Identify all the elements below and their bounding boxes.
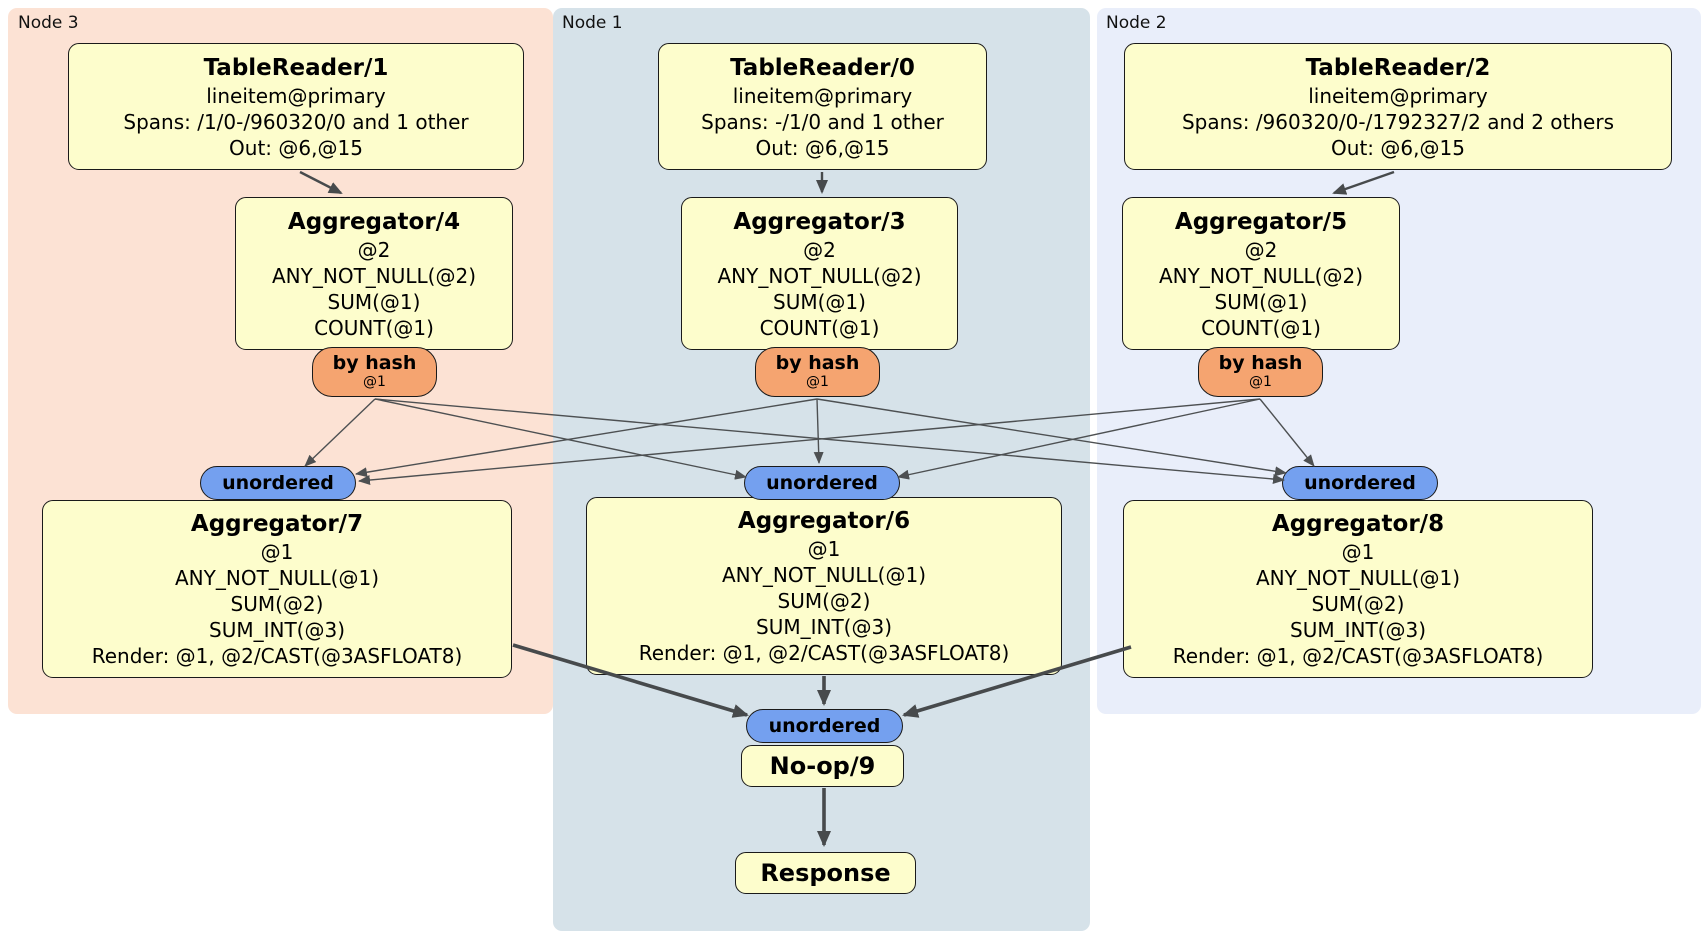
response-box: Response [735,852,916,894]
aggregator-4-group-cols: @2 [357,237,391,262]
tablereader-2-title: TableReader/2 [1305,54,1491,81]
aggregator-7-fn-2: SUM(@2) [230,592,324,616]
noop-9-title: No-op/9 [769,752,876,780]
aggregator-7-title: Aggregator/7 [190,511,364,537]
aggregator-3-fn-3: COUNT(@1) [759,315,880,340]
aggregator-5-group-cols: @2 [1244,237,1278,262]
tablereader-1-spans: Spans: /1/0-/960320/0 and 1 other [123,109,469,134]
by-hash-router-node3: by hash @1 [312,347,437,397]
aggregator-5-fn-1: ANY_NOT_NULL(@2) [1159,263,1363,288]
tablereader-1-index: lineitem@primary [206,83,386,108]
aggregator-4-box: Aggregator/4 @2 ANY_NOT_NULL(@2) SUM(@1)… [235,197,513,350]
aggregator-3-group-cols: @2 [803,237,836,262]
by-hash-router-node1: by hash @1 [755,347,880,397]
aggregator-6-fn-1: ANY_NOT_NULL(@1) [722,563,926,587]
aggregator-3-fn-1: ANY_NOT_NULL(@2) [717,263,922,288]
aggregator-3-box: Aggregator/3 @2 ANY_NOT_NULL(@2) SUM(@1)… [681,197,958,350]
node2-region-label: Node 2 [1106,13,1167,33]
aggregator-7-render: Render: @1, @2/CAST(@3ASFLOAT8) [91,644,463,668]
by-hash-router-node3-label: by hash [332,352,417,374]
tablereader-0-out: Out: @6,@15 [755,135,890,160]
tablereader-2-spans: Spans: /960320/0-/1792327/2 and 2 others [1181,109,1614,134]
aggregator-5-title: Aggregator/5 [1174,208,1348,235]
aggregator-6-fn-2: SUM(@2) [777,589,871,613]
by-hash-router-node2-detail: @1 [1249,374,1272,390]
aggregator-8-group-cols: @1 [1341,540,1375,564]
aggregator-5-fn-2: SUM(@1) [1214,289,1308,314]
tablereader-1-box: TableReader/1 lineitem@primary Spans: /1… [68,43,524,170]
unordered-stream-final: unordered [746,709,903,743]
aggregator-4-fn-1: ANY_NOT_NULL(@2) [272,263,476,288]
tablereader-2-out: Out: @6,@15 [1331,135,1465,160]
aggregator-8-render: Render: @1, @2/CAST(@3ASFLOAT8) [1172,644,1544,668]
tablereader-0-box: TableReader/0 lineitem@primary Spans: -/… [658,43,987,170]
aggregator-8-fn-3: SUM_INT(@3) [1290,618,1426,642]
tablereader-1-out: Out: @6,@15 [229,135,363,160]
unordered-stream-node3: unordered [200,466,356,500]
aggregator-8-title: Aggregator/8 [1271,511,1445,537]
node1-region-label: Node 1 [562,13,623,33]
aggregator-5-box: Aggregator/5 @2 ANY_NOT_NULL(@2) SUM(@1)… [1122,197,1400,350]
aggregator-4-title: Aggregator/4 [287,208,461,235]
aggregator-7-box: Aggregator/7 @1 ANY_NOT_NULL(@1) SUM(@2)… [42,500,512,678]
unordered-stream-node1: unordered [744,466,900,500]
aggregator-3-title: Aggregator/3 [733,208,906,235]
aggregator-6-title: Aggregator/6 [737,508,911,534]
by-hash-router-node2-label: by hash [1218,352,1303,374]
response-title: Response [760,859,891,887]
aggregator-8-fn-2: SUM(@2) [1311,592,1405,616]
node3-region-label: Node 3 [18,13,79,33]
tablereader-2-index: lineitem@primary [1308,83,1488,108]
aggregator-6-render: Render: @1, @2/CAST(@3ASFLOAT8) [638,641,1010,665]
aggregator-7-fn-3: SUM_INT(@3) [209,618,345,642]
aggregator-7-fn-1: ANY_NOT_NULL(@1) [175,566,379,590]
aggregator-4-fn-2: SUM(@1) [327,289,421,314]
tablereader-0-spans: Spans: -/1/0 and 1 other [701,109,944,134]
aggregator-7-group-cols: @1 [260,540,294,564]
unordered-stream-node2: unordered [1282,466,1438,500]
aggregator-4-fn-3: COUNT(@1) [314,315,434,340]
aggregator-8-fn-1: ANY_NOT_NULL(@1) [1256,566,1460,590]
aggregator-6-fn-3: SUM_INT(@3) [756,615,892,639]
aggregator-6-box: Aggregator/6 @1 ANY_NOT_NULL(@1) SUM(@2)… [586,497,1062,675]
tablereader-0-index: lineitem@primary [732,83,913,108]
tablereader-0-title: TableReader/0 [730,54,915,81]
aggregator-3-fn-2: SUM(@1) [773,289,866,314]
tablereader-2-box: TableReader/2 lineitem@primary Spans: /9… [1124,43,1672,170]
by-hash-router-node1-detail: @1 [806,374,829,390]
by-hash-router-node1-label: by hash [775,352,860,374]
by-hash-router-node3-detail: @1 [363,374,386,390]
aggregator-8-box: Aggregator/8 @1 ANY_NOT_NULL(@1) SUM(@2)… [1123,500,1593,678]
aggregator-6-group-cols: @1 [807,537,841,561]
aggregator-5-fn-3: COUNT(@1) [1201,315,1321,340]
noop-9-box: No-op/9 [741,745,904,787]
tablereader-1-title: TableReader/1 [203,54,389,81]
by-hash-router-node2: by hash @1 [1198,347,1323,397]
